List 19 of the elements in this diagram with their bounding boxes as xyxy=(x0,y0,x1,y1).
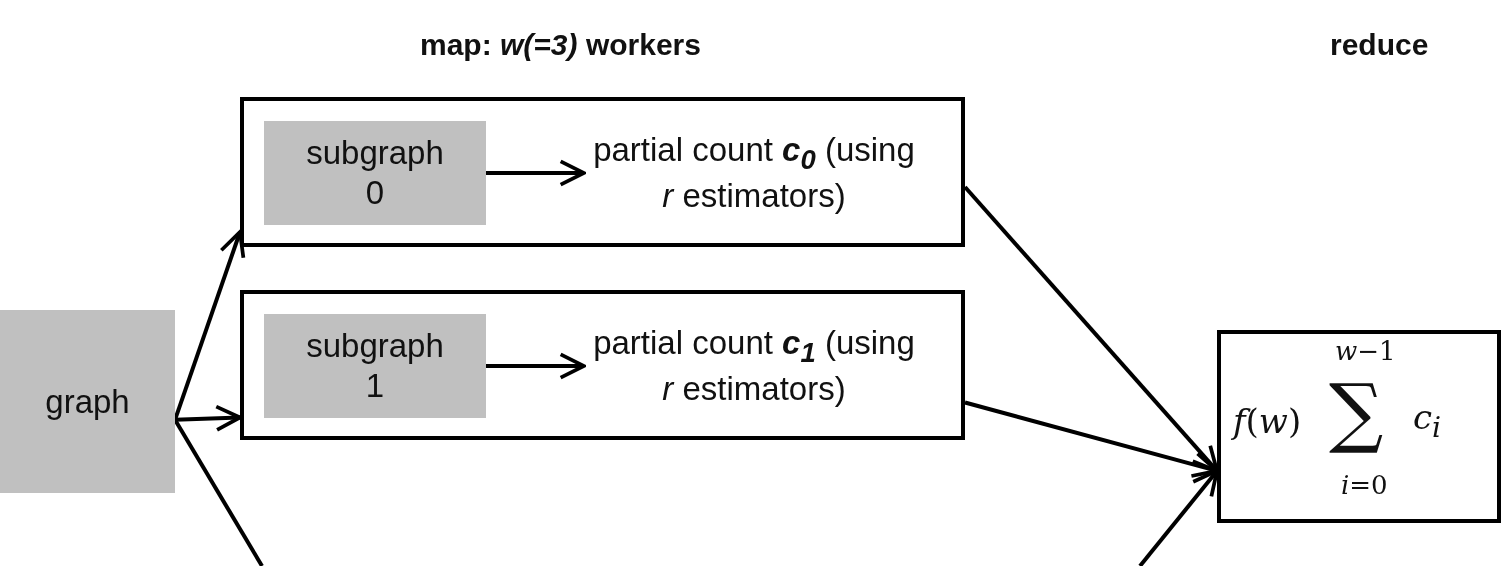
arrow xyxy=(486,352,586,380)
box-label: graph xyxy=(45,381,130,422)
lower-limit: i=0 xyxy=(1341,472,1388,498)
term-text: c$_{i}$ xyxy=(1413,400,1442,443)
upper-limit: w−1 xyxy=(1335,338,1396,364)
graph-box xyxy=(0,310,175,493)
subgraph-box xyxy=(264,121,486,225)
partial-count-text: partial count c$_{1}$ (using r estimators) xyxy=(592,323,916,409)
box-label: subgraph 0 xyxy=(305,133,445,213)
section-heading: reduce xyxy=(1330,28,1429,62)
arrow xyxy=(174,404,242,432)
arrow xyxy=(486,159,586,187)
partial-count-text: partial count c$_{0}$ (using r estimators) xyxy=(592,130,916,216)
worker-box xyxy=(240,290,965,440)
section-heading: map: w(=3) workers xyxy=(420,28,701,62)
worker-box xyxy=(240,97,965,247)
box-label: subgraph 1 xyxy=(305,326,445,406)
subgraph-box xyxy=(264,314,486,418)
formula-text: f(w) xyxy=(1233,404,1302,438)
